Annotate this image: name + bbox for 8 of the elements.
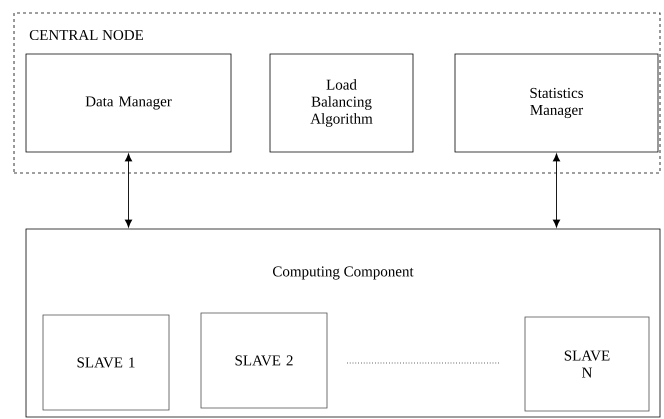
- arrow: [552, 154, 560, 228]
- arrow: [124, 154, 132, 228]
- process-box: SLAVE N: [524, 316, 650, 412]
- process-box: Statistics Manager: [454, 54, 658, 152]
- process-box: Data Manager: [26, 54, 232, 152]
- process-box: SLAVE 1: [42, 314, 170, 410]
- process-box: Load Balancing Algorithm: [270, 54, 414, 152]
- process-box: SLAVE 2: [200, 312, 328, 408]
